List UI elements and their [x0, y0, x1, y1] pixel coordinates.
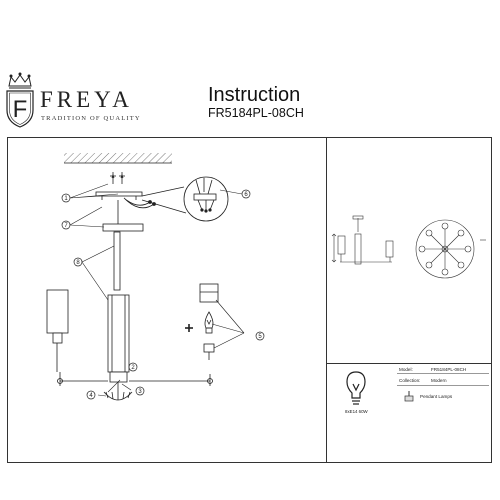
plus-icon	[185, 324, 193, 332]
dimension-views	[331, 215, 486, 279]
monogram-letter: F	[13, 96, 28, 123]
model-number: FR5184PL-08CH	[208, 106, 304, 120]
bulb-icon	[346, 371, 366, 405]
bulb-icon	[204, 311, 214, 334]
callout-markers: 1 7 8 6 5 2 3 4	[61, 189, 265, 400]
assembly-diagram: 1 7 8 6 5 2 3 4	[46, 153, 265, 401]
spec-divider	[397, 373, 489, 374]
pendant-lamp-icon	[404, 391, 414, 402]
callout-6: 6	[241, 189, 251, 199]
callout-5: 5	[255, 331, 265, 341]
svg-text:1: 1	[64, 196, 68, 202]
spec-collection-label: Collection:	[399, 378, 421, 383]
screw-icon	[110, 172, 125, 184]
callout-3: 3	[135, 386, 145, 396]
freya-logo-emblem: F	[6, 72, 34, 128]
vertical-divider	[326, 137, 327, 463]
spec-model-value: FR5184PL-08CH	[431, 367, 467, 372]
crown-icon	[8, 72, 32, 89]
spec-collection-value: Modern	[431, 378, 447, 383]
callout-2: 2	[128, 362, 138, 372]
mounting-bracket	[95, 191, 143, 197]
callout-8: 8	[73, 257, 83, 267]
wires	[123, 197, 155, 209]
horizontal-divider	[326, 363, 492, 364]
suspension-rod	[113, 231, 121, 291]
lamp-shade-right	[199, 283, 219, 303]
svg-text:4: 4	[89, 393, 93, 399]
callout-1: 1	[61, 193, 71, 203]
callout-4: 4	[86, 390, 96, 400]
svg-text:6: 6	[244, 192, 248, 198]
brand-name: FREYA	[40, 87, 133, 112]
instruction-title: Instruction	[208, 84, 301, 106]
svg-text:2: 2	[131, 365, 135, 371]
central-tube	[107, 294, 130, 373]
canopy	[102, 223, 144, 232]
svg-text:5: 5	[258, 334, 262, 340]
svg-text:7: 7	[64, 223, 68, 229]
side-view-drawing	[331, 215, 394, 265]
spec-model-label: Model:	[399, 367, 413, 372]
arm-left	[59, 372, 108, 386]
lamp-shade-left	[46, 289, 69, 334]
spec-type-value: Pendant Lamps	[420, 394, 453, 399]
bulb-spec-label: 8xE14 60W	[345, 409, 368, 414]
svg-text:8: 8	[76, 260, 80, 266]
svg-text:3: 3	[138, 389, 142, 395]
callout-7: 7	[61, 220, 71, 230]
top-view-drawing	[415, 219, 486, 279]
ceiling	[64, 153, 172, 163]
shield-outline	[6, 90, 34, 128]
arm-right	[129, 374, 211, 386]
spec-divider	[397, 385, 489, 386]
wiring-detail-magnifier	[141, 176, 229, 222]
instruction-frame	[7, 137, 492, 463]
brand-tagline: TRADITION OF QUALITY	[41, 115, 141, 122]
